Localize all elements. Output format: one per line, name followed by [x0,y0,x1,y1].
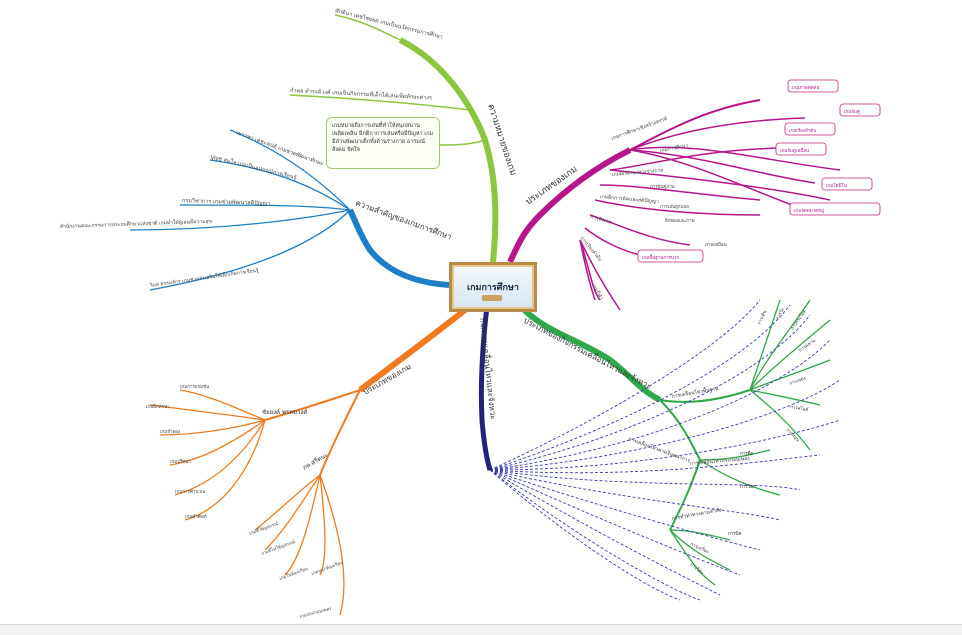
branch-line [347,208,450,288]
game-type-boxes [637,79,881,263]
kind-item: เกมจำลอง [160,428,180,435]
branch-line [478,305,493,471]
label-activity-types: ประเภทของกิจกรรมเคลื่อนไหวและจังหวะ [522,314,654,391]
meaning-item: ศักดินา เดชไชยยศ เกมเป็นนวัตกรรมการศึกษา [335,6,444,40]
importance-item: บุญชู สมใจ เกมเป็นอุปกรณ์การเรียนรู้ [210,152,298,181]
activity-leaf: การบิด [728,531,742,537]
activity-leaf: การสไลด์ [790,403,809,413]
branch-line [507,147,632,264]
activity-item: การเคลื่อนไหวพื้นฐาน [671,383,720,400]
importance-item: เยาวพา เดชะคุปต์ เกมช่วยพัฒนาทักษะ [235,129,324,167]
kind-item: เกมการคำนวณ [175,488,205,495]
kind-item: เกมนอกห้องเรียน [311,560,344,577]
kind-item: เกมการแข่งขัน [180,384,209,390]
game-type-item: เกมการศึกษาเชิงสร้างสรรค์ [610,115,668,142]
branch-game-kinds[interactable] [149,303,472,616]
box-label: เกมพื้นฐานการบวก [642,254,679,261]
branch-meaning[interactable] [289,14,499,263]
kind-item: เกมที่ไม่ใช้อุปกรณ์ [260,538,296,557]
branch-movement[interactable] [478,305,493,471]
game-type-sub: การเล่นลูกบอล [660,204,689,210]
game-type-sub: การจับคู่ภาพ [650,184,675,190]
box-label: เกมจัดหมวดหมู่ [794,208,824,214]
importance-item: วิมล ธรรมจักร เกมช่วยส่งเสริมให้เด็กเกิด… [149,266,259,289]
kind-item: เกมประกอบเพลง [299,606,332,620]
box-label: เกมเรียงลำดับ [789,127,816,134]
branch-line [517,303,662,403]
activity-leaf: การเดิน [756,310,768,326]
book-icon [482,295,502,301]
activity-item: การเคลื่อนไหวตามจินตนาการ [627,435,691,464]
box-label: เกมโดมิโน [826,182,847,189]
game-type-sub: ภาพเหมือน [705,241,727,248]
relationship-links [489,299,841,601]
kind-item: เกมในห้องเรียน [279,566,309,582]
game-type-item: เกมฝึกทักษะทางร่างกาย [612,167,664,178]
branch-game-types[interactable] [507,99,841,311]
importance-item: กรมวิชาการ เกมช่วยพัฒนาสติปัญญา [182,197,270,207]
activity-leaf: การเขย่ง [789,375,807,386]
branch-line [358,303,472,393]
bottom-scrollbar[interactable] [0,624,962,635]
central-topic[interactable]: เกมการศึกษา [449,262,537,312]
box-label: เกมภาพตัดต่อ [792,85,819,91]
group-label: ชัยยงค์ พรหมวงศ์ [262,408,307,416]
branch-importance[interactable] [129,129,450,291]
activity-leaf: การคลาน [798,338,817,354]
activity-leaf: การยืด [740,450,753,457]
game-type-item: การสังเกต [589,214,612,225]
definition-box: เกมหมายถึงการเล่นที่ทำให้สนุกสนาน เพลิดเ… [326,117,440,169]
kind-item: เกมคำศัพท์ [185,513,207,520]
kind-item: เกมปริศนา [170,459,191,465]
kind-item: เกมฝึกทักษะ [146,404,170,410]
activity-item: การทำท่าทางตามคำสั่ง [671,506,722,522]
label-importance: ความสำคัญของเกมการศึกษา [354,198,452,241]
central-topic-label: เกมการศึกษา [467,283,519,293]
game-type-item: เกมการศึกษา [659,142,689,154]
activity-leaf: การโยก [740,483,756,490]
game-type-sub: สิ่งของและภาพ [665,217,695,224]
activity-leaf: การกระโดด [789,308,808,331]
box-label: เกมจับคู่เหมือน [780,147,809,154]
box-label: เกมจับคู่ [844,109,860,115]
